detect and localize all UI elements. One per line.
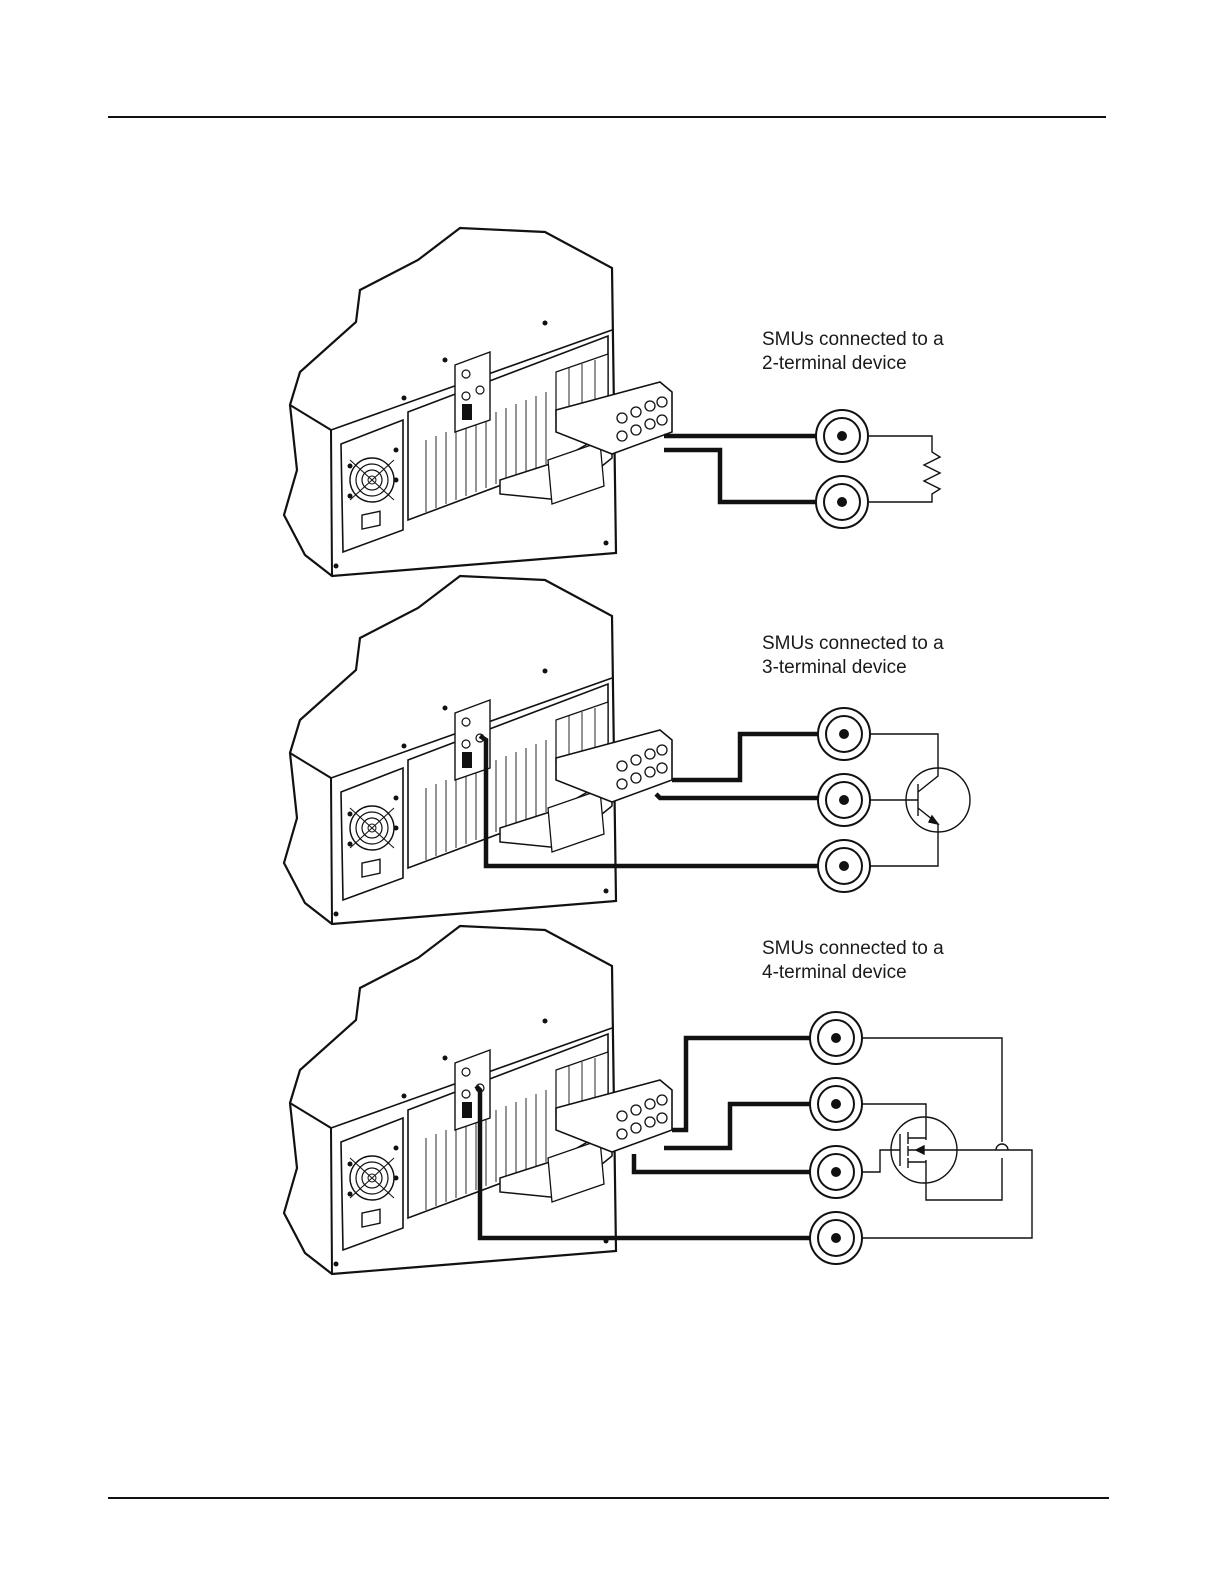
triax-terminal-icon: [810, 1146, 862, 1198]
resistor-icon: [868, 436, 940, 502]
panel-three-terminal: [284, 576, 970, 924]
caption-four-terminal: SMUs connected to a 4-terminal device: [762, 937, 944, 985]
caption-line: 4-terminal device: [762, 961, 944, 985]
triax-terminal-icon: [818, 708, 870, 760]
triax-terminal-icon: [816, 476, 868, 528]
mosfet-icon: [862, 1038, 1032, 1238]
caption-line: SMUs connected to a: [762, 937, 944, 961]
panel-two-terminal: [284, 228, 940, 576]
smu-cables: [664, 436, 816, 502]
triax-terminal-icon: [810, 1012, 862, 1064]
caption-line: 3-terminal device: [762, 656, 944, 680]
caption-line: SMUs connected to a: [762, 632, 944, 656]
caption-two-terminal: SMUs connected to a 2-terminal device: [762, 328, 944, 376]
triax-terminal-icon: [818, 774, 870, 826]
triax-terminal-icon: [810, 1212, 862, 1264]
caption-three-terminal: SMUs connected to a 3-terminal device: [762, 632, 944, 680]
bjt-transistor-icon: [870, 734, 970, 866]
caption-line: SMUs connected to a: [762, 328, 944, 352]
triax-terminal-icon: [816, 410, 868, 462]
triax-terminal-icon: [818, 840, 870, 892]
triax-terminal-icon: [810, 1078, 862, 1130]
instrument-chassis: [284, 228, 672, 576]
caption-line: 2-terminal device: [762, 352, 944, 376]
instrument-chassis: [284, 576, 672, 924]
